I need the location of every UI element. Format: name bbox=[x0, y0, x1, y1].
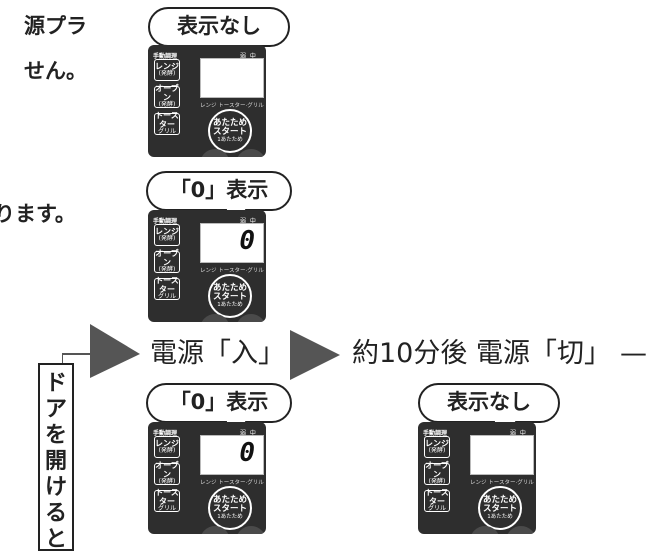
door-open-label: ド ア を 開 け る と bbox=[44, 371, 67, 552]
modes-text: レンジ トースター·グリル オーブン bbox=[470, 480, 536, 486]
callout-middle: 「0」表示 bbox=[146, 170, 292, 242]
display-blank bbox=[470, 435, 534, 475]
display-digit: 0 bbox=[239, 438, 255, 468]
flow-trailing-dash: — bbox=[620, 338, 646, 369]
dial-knob bbox=[236, 149, 266, 157]
door-open-label-box: ド ア を 開 け る と bbox=[38, 363, 74, 552]
callout-top: 表示なし bbox=[148, 6, 290, 78]
left-text-line1: 源プラ bbox=[24, 14, 87, 38]
flow-connector-arrow bbox=[62, 324, 140, 378]
panel-middle: 手動調理 弱 中 強 0 レンジ トースター·グリル オーブン レンジ(発酵) … bbox=[148, 210, 266, 322]
left-text-line2: せん。 bbox=[24, 59, 87, 83]
dial-knob bbox=[470, 526, 500, 534]
toaster-grill-button[interactable]: トースターグリル bbox=[154, 111, 180, 136]
oven-button[interactable]: オーブン(発酵) bbox=[154, 84, 180, 109]
flow-step-power-off: 約10分後 電源「切」 bbox=[352, 338, 611, 369]
callout-text: 表示なし bbox=[177, 14, 261, 38]
dial-knob bbox=[236, 526, 266, 534]
manual-label: 手動調理 bbox=[153, 218, 178, 225]
dial-knob bbox=[506, 526, 536, 534]
range-button[interactable]: レンジ(発酵) bbox=[154, 224, 180, 246]
modes-text: レンジ トースター·グリル オーブン bbox=[200, 268, 266, 274]
range-button[interactable]: レンジ(発酵) bbox=[154, 436, 180, 458]
dial-knob bbox=[236, 314, 266, 322]
flow-step-power-on: 電源「入」 bbox=[150, 338, 285, 369]
panel-bottom-right: 手動調理 弱 中 強 レンジ トースター·グリル オーブン レンジ(発酵) オー… bbox=[418, 422, 536, 534]
dial-knob bbox=[200, 314, 230, 322]
toaster-grill-button[interactable]: トースターグリル bbox=[154, 488, 180, 513]
toaster-grill-button[interactable]: トースターグリル bbox=[424, 488, 450, 513]
manual-label: 手動調理 bbox=[153, 430, 178, 437]
manual-label: 手動調理 bbox=[423, 430, 448, 437]
range-button[interactable]: レンジ(発酵) bbox=[424, 436, 450, 458]
left-text-line3: ります。 bbox=[0, 202, 76, 226]
oven-button[interactable]: オーブン(発酵) bbox=[154, 249, 180, 274]
modes-text: レンジ トースター·グリル オーブン bbox=[200, 480, 266, 486]
dial-knob bbox=[200, 526, 230, 534]
oven-button[interactable]: オーブン(発酵) bbox=[154, 461, 180, 486]
callout-text: 表示なし bbox=[447, 390, 531, 414]
manual-label: 手動調理 bbox=[153, 53, 178, 60]
toaster-grill-button[interactable]: トースターグリル bbox=[154, 276, 180, 301]
display-blank bbox=[200, 58, 264, 98]
callout-text: 「0」表示 bbox=[169, 390, 269, 414]
display-zero: 0 bbox=[200, 223, 264, 263]
display-digit: 0 bbox=[239, 226, 255, 256]
panel-bottom-left: 手動調理 弱 中 強 0 レンジ トースター·グリル オーブン レンジ(発酵) … bbox=[148, 422, 266, 534]
range-button[interactable]: レンジ(発酵) bbox=[154, 59, 180, 81]
flow-arrow bbox=[290, 330, 340, 380]
panel-top: 手動調理 弱 中 強 レンジ トースター·グリル オーブン レンジ(発酵) オー… bbox=[148, 45, 266, 157]
display-zero: 0 bbox=[200, 435, 264, 475]
callout-text: 「0」表示 bbox=[169, 178, 269, 202]
oven-button[interactable]: オーブン(発酵) bbox=[424, 461, 450, 486]
dial-knob bbox=[200, 149, 230, 157]
modes-text: レンジ トースター·グリル オーブン bbox=[200, 103, 266, 109]
